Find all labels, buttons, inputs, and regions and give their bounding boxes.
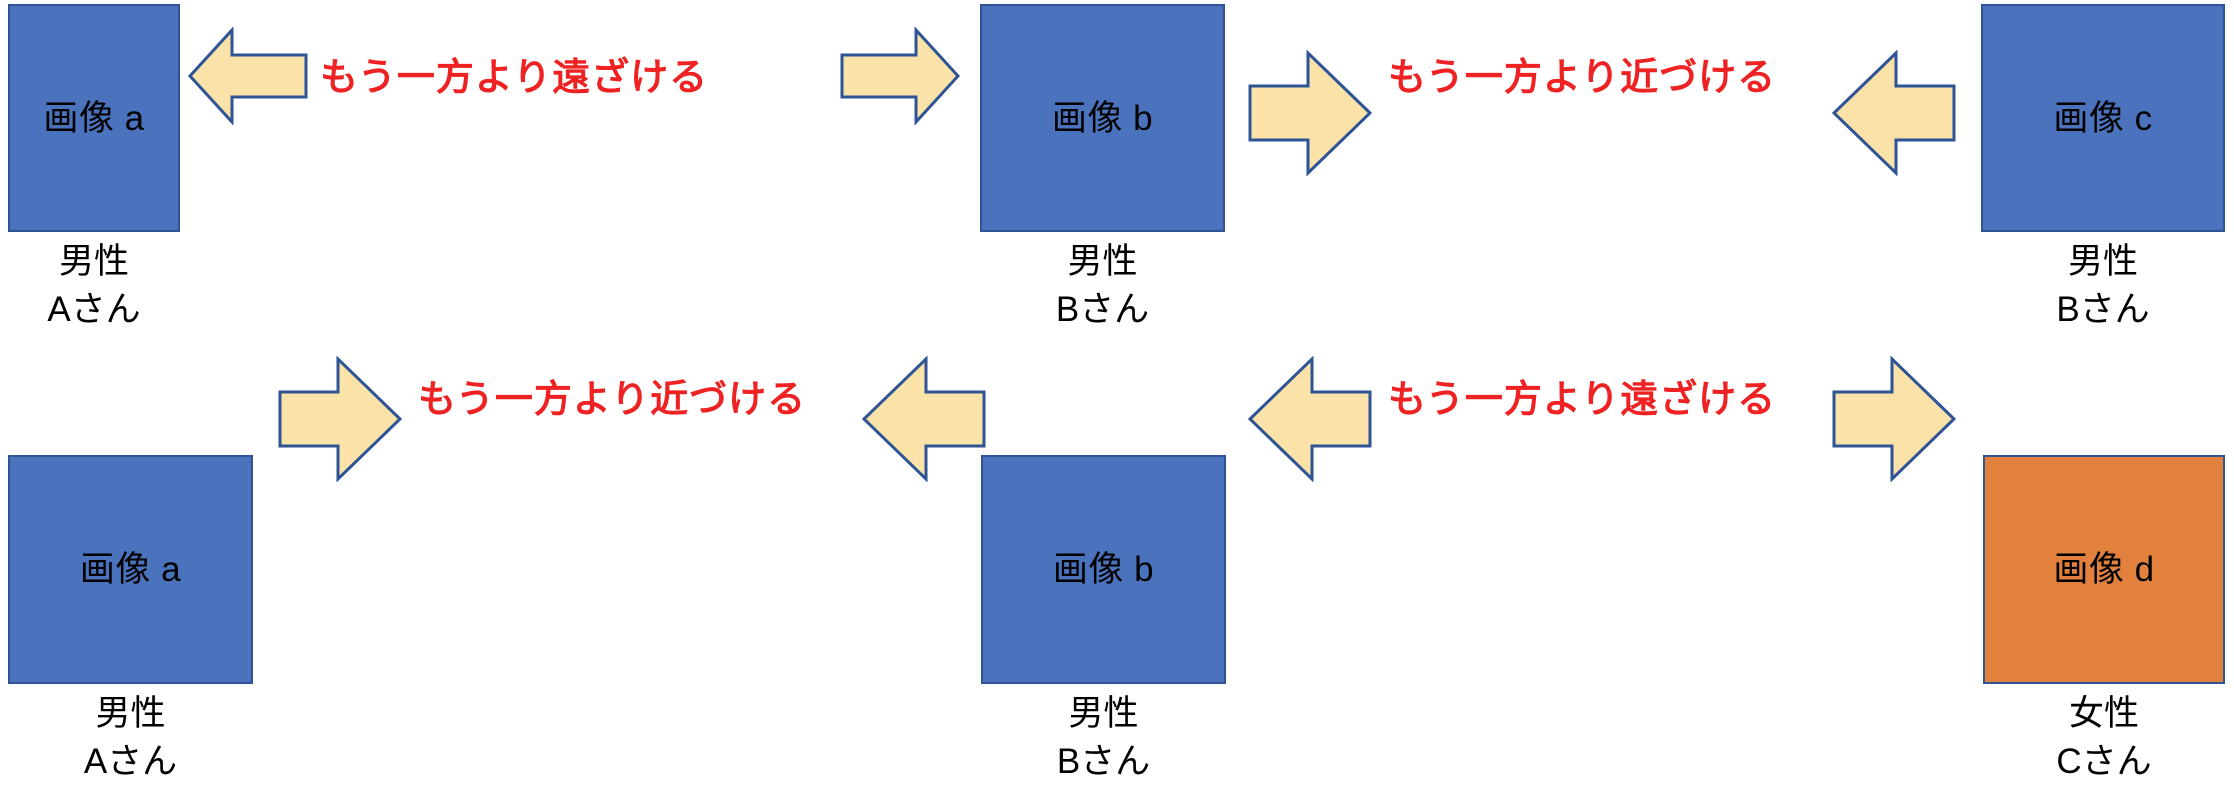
caption-box-a-row1: 男性 Aさん [8, 238, 180, 335]
right-arrow-icon-row2-left [278, 356, 402, 482]
image-box-label: 画像 c [2053, 98, 2153, 138]
right-arrow-icon-row1-left [840, 27, 960, 125]
right-arrow-icon-row2-right [1832, 356, 1956, 482]
caption-line-person: Aさん [83, 742, 178, 782]
caption-line-person: Bさん [2056, 290, 2150, 330]
image-box-label: 画像 d [2053, 550, 2155, 589]
caption-line-gender: 男性 [1067, 242, 1138, 281]
caption-line-person: Aさん [47, 290, 141, 330]
caption-box-b-row1: 男性 Bさん [980, 238, 1225, 335]
right-arrow-icon-row1-right [1248, 50, 1372, 176]
image-box-b-row2: 画像 b [981, 455, 1226, 684]
image-box-label: 画像 b [1052, 550, 1155, 589]
caption-box-b-row2: 男性 Bさん [981, 690, 1226, 787]
caption-line-person: Cさん [2056, 742, 2152, 782]
left-arrow-icon-row2-left [862, 356, 986, 482]
image-box-c-row1: 画像 c [1981, 4, 2225, 232]
caption-line-gender: 男性 [2067, 242, 2138, 281]
left-arrow-icon-row2-right [1248, 356, 1372, 482]
image-box-label: 画像 b [1051, 98, 1154, 138]
caption-line-person: Bさん [1056, 742, 1151, 782]
image-box-label: 画像 a [79, 550, 182, 589]
caption-line-gender: 男性 [95, 694, 166, 733]
caption-box-a-row2: 男性 Aさん [8, 690, 253, 787]
image-box-a-row2: 画像 a [8, 455, 253, 684]
image-box-label: 画像 a [43, 98, 145, 138]
relation-label-row2-right: もう一方より遠ざける [1388, 377, 1777, 421]
caption-line-person: Bさん [1055, 290, 1150, 330]
image-box-d-row2: 画像 d [1983, 455, 2225, 684]
image-box-a-row1: 画像 a [8, 4, 180, 232]
caption-box-d-row2: 女性 Cさん [1983, 690, 2225, 787]
left-arrow-icon-row1-left [188, 27, 308, 125]
caption-box-c-row1: 男性 Bさん [1981, 238, 2225, 335]
image-box-b-row1: 画像 b [980, 4, 1225, 232]
relation-label-row1-right: もう一方より近づける [1388, 55, 1777, 99]
caption-line-gender: 男性 [1068, 694, 1139, 733]
relation-label-row1-left: もう一方より遠ざける [320, 55, 709, 99]
relation-label-row2-left: もう一方より近づける [418, 377, 807, 421]
caption-line-gender: 女性 [2068, 694, 2139, 733]
left-arrow-icon-row1-right [1832, 50, 1956, 176]
caption-line-gender: 男性 [58, 242, 129, 281]
